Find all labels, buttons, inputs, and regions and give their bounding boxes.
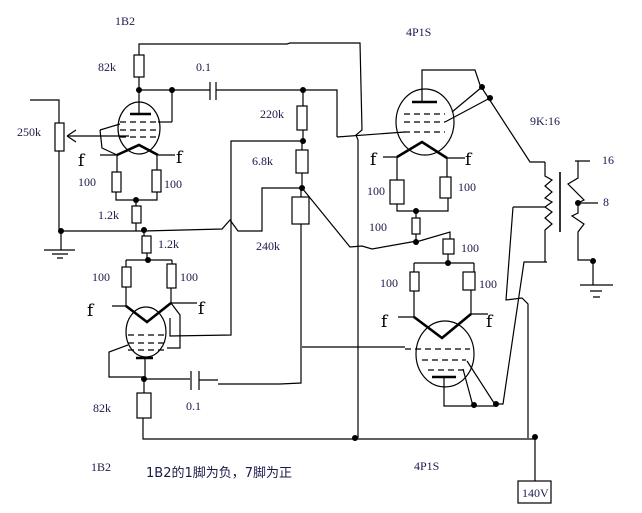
label-filament: f: [486, 312, 494, 332]
label-r-cathode-bottom: 1.2k: [158, 237, 179, 251]
label-r-fil-top-right: 100: [164, 177, 182, 191]
label-tube-4p1s-bottom: 4P1S: [414, 459, 439, 473]
resistor-240k: [291, 196, 310, 225]
supply-box: [517, 480, 552, 504]
label-tube-1b2-bottom: 1B2: [91, 460, 111, 474]
label-r-out-bot-left: 100: [380, 276, 398, 290]
label-transformer-ratio: 9K:16: [530, 114, 560, 128]
note-pin-polarity: 1B2的1脚为负，7脚为正: [146, 465, 292, 481]
label-r-out-bot-right: 100: [479, 277, 497, 291]
label-filament: f: [78, 151, 86, 171]
output-transformer: [505, 160, 613, 481]
label-pot: 250k: [17, 125, 41, 139]
ground-symbol-right: [580, 261, 613, 298]
resistor-plate-bottom: [136, 392, 152, 419]
transformer-primary: [543, 162, 554, 262]
ground-symbol-left: [44, 231, 75, 259]
label-r-240k: 240k: [256, 239, 280, 253]
label-filament: f: [87, 301, 95, 321]
label-r-plate-bottom: 82k: [93, 401, 111, 415]
capacitor-top: [209, 82, 217, 100]
label-r-fil-top-left: 100: [78, 175, 96, 189]
potentiometer-volume: [54, 122, 65, 152]
driver-top-section: [30, 42, 363, 438]
label-supply: 140V: [522, 486, 549, 500]
label-cap-top: 0.1: [196, 60, 211, 74]
resistor-cathode-bottom: [141, 235, 152, 254]
label-r-plate-top: 82k: [98, 60, 116, 74]
output-top-section: [301, 69, 545, 266]
label-tap-8: 8: [603, 195, 609, 209]
output-bottom-section: [302, 261, 547, 408]
resistor-cathode-top: [131, 205, 142, 224]
tube-envelope-4p1s-bottom: [415, 320, 475, 388]
tube-envelope-4p1s-top: [395, 88, 455, 156]
label-filament: f: [381, 312, 389, 332]
label-r-out-top-right: 100: [458, 180, 476, 194]
driver-bottom-section: [108, 257, 535, 441]
label-r-6k8: 6.8k: [252, 154, 273, 168]
plate-wire-top: [138, 77, 173, 122]
label-filament: f: [465, 150, 473, 170]
label-filament: f: [370, 150, 378, 170]
label-tube-1b2-top: 1B2: [115, 14, 135, 28]
label-r-220k: 220k: [260, 107, 284, 121]
label-cap-bottom: 0.1: [186, 399, 201, 413]
label-tube-4p1s-top: 4P1S: [406, 25, 431, 39]
label-r-out-mid: 100: [369, 220, 387, 234]
label-r-fil-bot-left: 100: [92, 270, 110, 284]
resistor-plate-top: [133, 54, 145, 78]
b-plus-wire-top: [138, 42, 363, 438]
label-r-out-top-left: 100: [367, 184, 385, 198]
resistor-6k8: [295, 149, 309, 174]
label-tap-16: 16: [602, 153, 614, 167]
label-filament: f: [176, 148, 184, 168]
label-filament: f: [198, 299, 206, 319]
label-r-fil-bot-right: 100: [180, 270, 198, 284]
pot-wiper-arrow: [66, 129, 77, 143]
divider-network: [169, 90, 418, 385]
label-r-out-mid2: 100: [461, 241, 479, 255]
capacitor-bottom: [190, 371, 200, 390]
resistor-220k: [296, 105, 308, 131]
label-r-cathode-top: 1.2k: [98, 208, 119, 222]
